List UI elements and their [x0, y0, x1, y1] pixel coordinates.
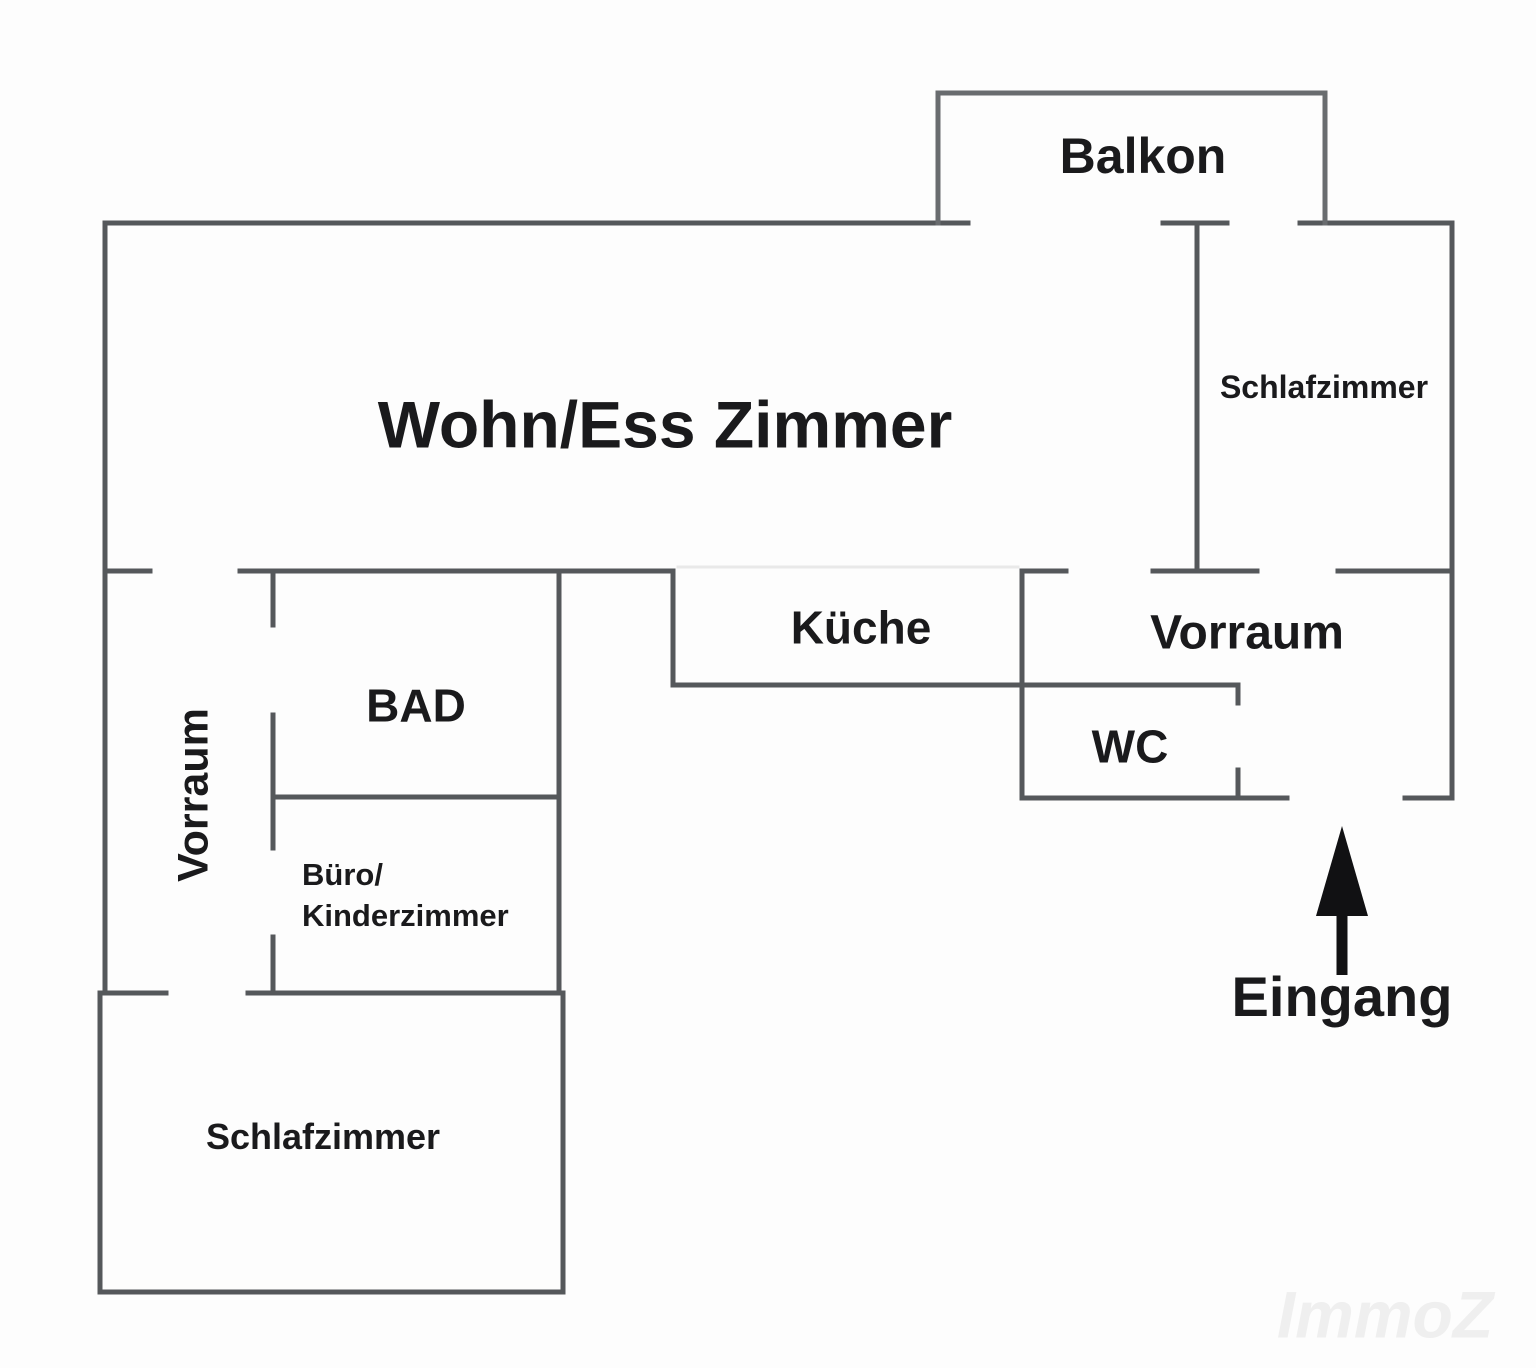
room-label-kueche: Küche	[790, 601, 932, 654]
room-label-balkon: Balkon	[1059, 128, 1227, 184]
entrance-arrow-head	[1316, 826, 1368, 916]
room-label-wohn-ess-zimmer: Wohn/Ess Zimmer	[377, 387, 953, 462]
room-label-vorraum-left: Vorraum	[169, 708, 218, 882]
room-label-wc: WC	[1091, 720, 1169, 773]
room-label-schlafzimmer-bottom: Schlafzimmer	[205, 1116, 441, 1158]
room-label-buero-kinderzimmer: Büro/ Kinderzimmer	[302, 857, 509, 933]
watermark-immoz: ImmoZ	[1276, 1277, 1494, 1352]
room-label-bad: BAD	[366, 679, 466, 732]
room-label-schlafzimmer-top: Schlafzimmer	[1219, 368, 1429, 405]
room-label-vorraum-right: Vorraum	[1150, 606, 1344, 660]
entrance-label: Eingang	[1231, 965, 1453, 1029]
